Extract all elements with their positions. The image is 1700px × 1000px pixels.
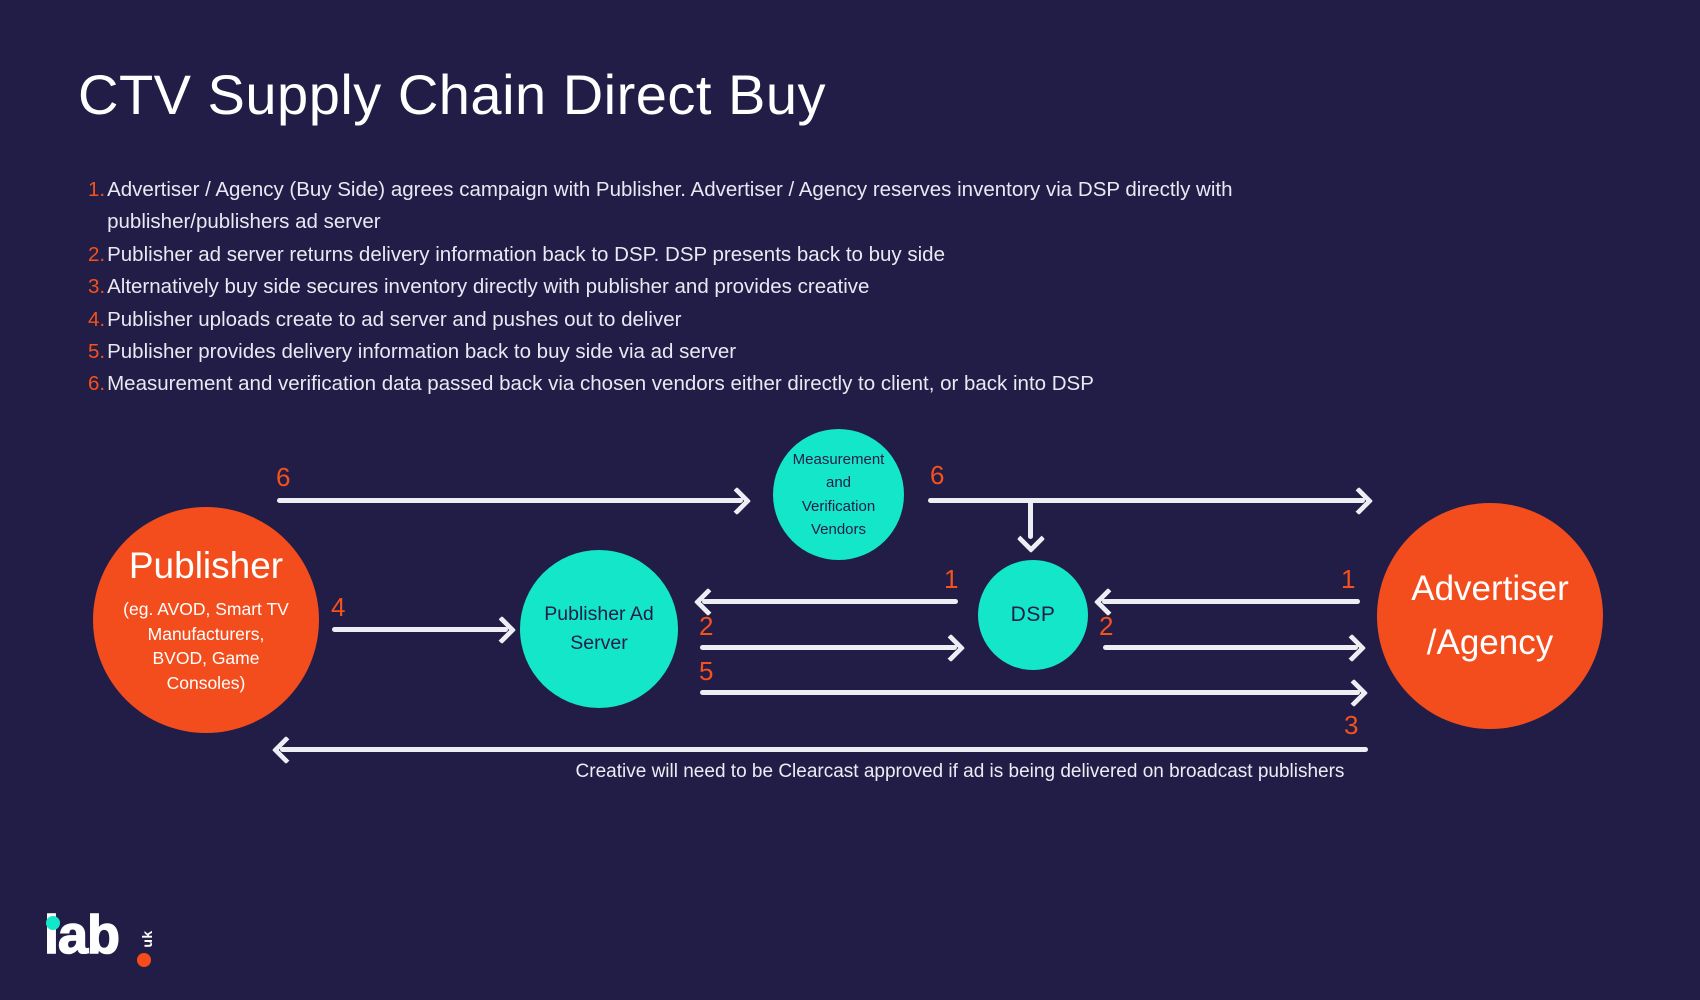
step-item-5: 5. Publisher provides delivery informati…	[88, 336, 1368, 368]
node-measurement-vendors: Measurement and Verification Vendors	[773, 429, 904, 560]
step-item-6: 6. Measurement and verification data pas…	[88, 368, 1368, 400]
arrowhead-right-icon	[722, 486, 752, 515]
node-label-line: Measurement	[792, 450, 885, 468]
step-number: 2.	[88, 242, 106, 266]
arrow-1-advertiser-to-dsp	[1093, 587, 1360, 616]
arrow-shaft	[1102, 599, 1360, 604]
arrow-6-vendors-to-advertiser	[928, 486, 1374, 515]
node-label-line: /Agency	[1426, 623, 1554, 662]
arrow-2-dsp-to-advertiser	[1103, 633, 1367, 662]
step-text: Measurement and verification data passed…	[107, 372, 1094, 396]
flow-label-2-left: 2	[699, 611, 714, 641]
step-item-2: 2. Publisher ad server returns delivery …	[88, 239, 1368, 271]
node-label-line: Server	[570, 632, 628, 654]
arrow-shaft	[702, 599, 958, 604]
step-item-4: 4. Publisher uploads create to ad server…	[88, 304, 1368, 336]
step-text: Publisher ad server returns delivery inf…	[107, 242, 945, 266]
arrow-6-branch-to-dsp	[1016, 501, 1045, 554]
arrowhead-left-icon	[271, 735, 301, 764]
node-publisher-ad-server: Publisher Ad Server	[520, 550, 678, 708]
subtitle-line: Manufacturers,	[147, 623, 265, 644]
teal-dot-icon	[46, 916, 60, 930]
arrowhead-right-icon	[1337, 633, 1367, 662]
arrow-4-publisher-to-adserver	[332, 615, 517, 644]
arrow-2-adserver-to-dsp	[700, 633, 966, 662]
flow-label-5: 5	[699, 656, 714, 686]
arrow-shaft	[928, 498, 1365, 503]
flow-label-1-left: 1	[944, 564, 959, 594]
subtitle-line: BVOD, Game	[152, 648, 260, 668]
arrow-shaft	[1103, 645, 1358, 650]
arrowhead-right-icon	[936, 633, 966, 662]
step-item-3: 3. Alternatively buy side secures invent…	[88, 271, 1368, 303]
node-advertiser-agency: Advertiser /Agency	[1377, 503, 1603, 729]
node-publisher-title: Publisher	[128, 545, 284, 586]
arrow-6-publisher-to-vendors	[277, 486, 752, 515]
node-label-line: and	[825, 474, 852, 491]
step-item-1: 1. Advertiser / Agency (Buy Side) agrees…	[88, 174, 1368, 239]
node-dsp: DSP	[978, 560, 1088, 670]
subtitle-line: (eg. AVOD, Smart TV	[123, 599, 289, 619]
arrowhead-right-icon	[1339, 678, 1369, 707]
page-title: CTV Supply Chain Direct Buy	[78, 63, 827, 126]
step-number: 6.	[88, 372, 106, 396]
arrow-3-advertiser-to-publisher	[271, 735, 1368, 764]
step-number: 1.	[88, 178, 106, 201]
arrow-5-adserver-to-advertiser	[700, 678, 1369, 707]
node-label-line: Publisher Ad	[544, 602, 654, 625]
flow-label-3: 3	[1344, 710, 1359, 740]
uk-logo-text: uk	[139, 930, 155, 948]
arrow-shaft	[280, 747, 1368, 752]
node-label-line: Advertiser	[1411, 569, 1569, 608]
arrow-1-dsp-to-adserver	[693, 587, 958, 616]
step-text: Advertiser / Agency (Buy Side) agrees ca…	[107, 178, 1233, 234]
arrow-shaft	[700, 645, 957, 650]
step-text: Publisher provides delivery information …	[107, 340, 737, 364]
flow-label-6-right: 6	[930, 460, 945, 490]
orange-dot-icon	[137, 953, 151, 967]
step-list: 1. Advertiser / Agency (Buy Side) agrees…	[88, 174, 1368, 401]
arrow-shaft	[700, 690, 1360, 695]
node-label-line: Verification	[801, 497, 876, 515]
arrowhead-right-icon	[1344, 486, 1374, 515]
iab-uk-logo: iab uk	[43, 907, 214, 980]
step-number: 4.	[88, 307, 106, 331]
step-text: Publisher uploads create to ad server an…	[107, 307, 682, 331]
node-label-line: Vendors	[810, 521, 867, 538]
arrow-shaft	[1028, 501, 1033, 539]
flow-label-6-left: 6	[276, 462, 291, 492]
clearcast-footnote: Creative will need to be Clearcast appro…	[575, 761, 1345, 782]
node-label-line: DSP	[1010, 603, 1056, 626]
arrowhead-down-icon	[1016, 524, 1045, 554]
node-publisher-subtitle: (eg. AVOD, Smart TV Manufacturers, BVOD,…	[123, 597, 289, 695]
flow-label-1-right: 1	[1341, 564, 1356, 594]
flow-label-2-right: 2	[1099, 611, 1114, 641]
arrow-shaft	[332, 627, 508, 632]
node-publisher: Publisher (eg. AVOD, Smart TV Manufactur…	[93, 507, 319, 733]
step-number: 3.	[88, 275, 106, 299]
subtitle-line: Consoles)	[166, 672, 246, 693]
flow-label-4: 4	[331, 592, 346, 622]
step-number: 5.	[88, 340, 106, 364]
step-text: Alternatively buy side secures inventory…	[107, 275, 870, 299]
arrowhead-right-icon	[487, 615, 517, 644]
arrow-shaft	[277, 498, 743, 503]
